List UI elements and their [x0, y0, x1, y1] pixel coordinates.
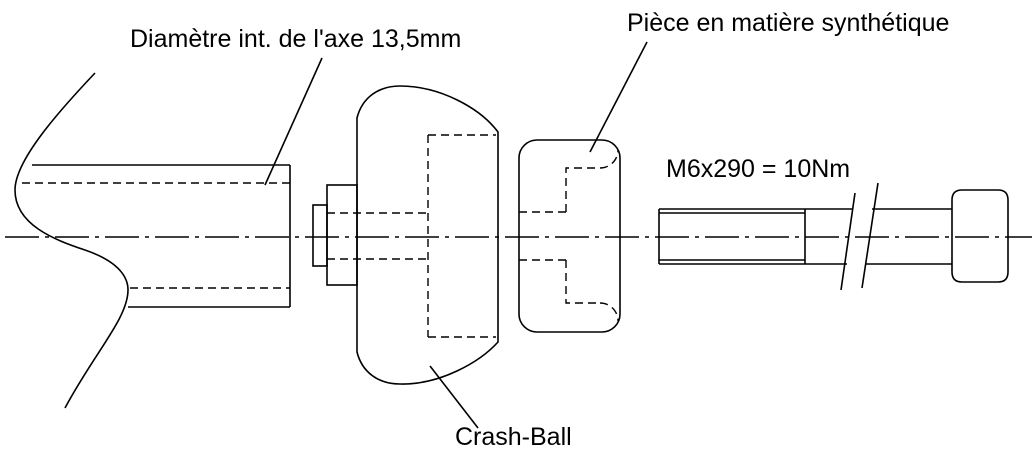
axle-diameter-label: Diamètre int. de l'axe 13,5mm — [130, 25, 462, 53]
leader-synthetic-part — [589, 41, 648, 153]
leader-crash-ball — [429, 365, 479, 429]
bolt-spec-label: M6x290 = 10Nm — [666, 155, 851, 183]
crash-ball — [312, 85, 499, 385]
leader-axle-diameter — [264, 57, 323, 186]
crash-ball-label: Crash-Ball — [455, 423, 572, 451]
synthetic-part — [518, 139, 621, 333]
bolt — [658, 182, 1009, 291]
frame-tube — [14, 72, 291, 409]
synthetic-part-label: Pièce en matière synthétique — [627, 9, 950, 37]
